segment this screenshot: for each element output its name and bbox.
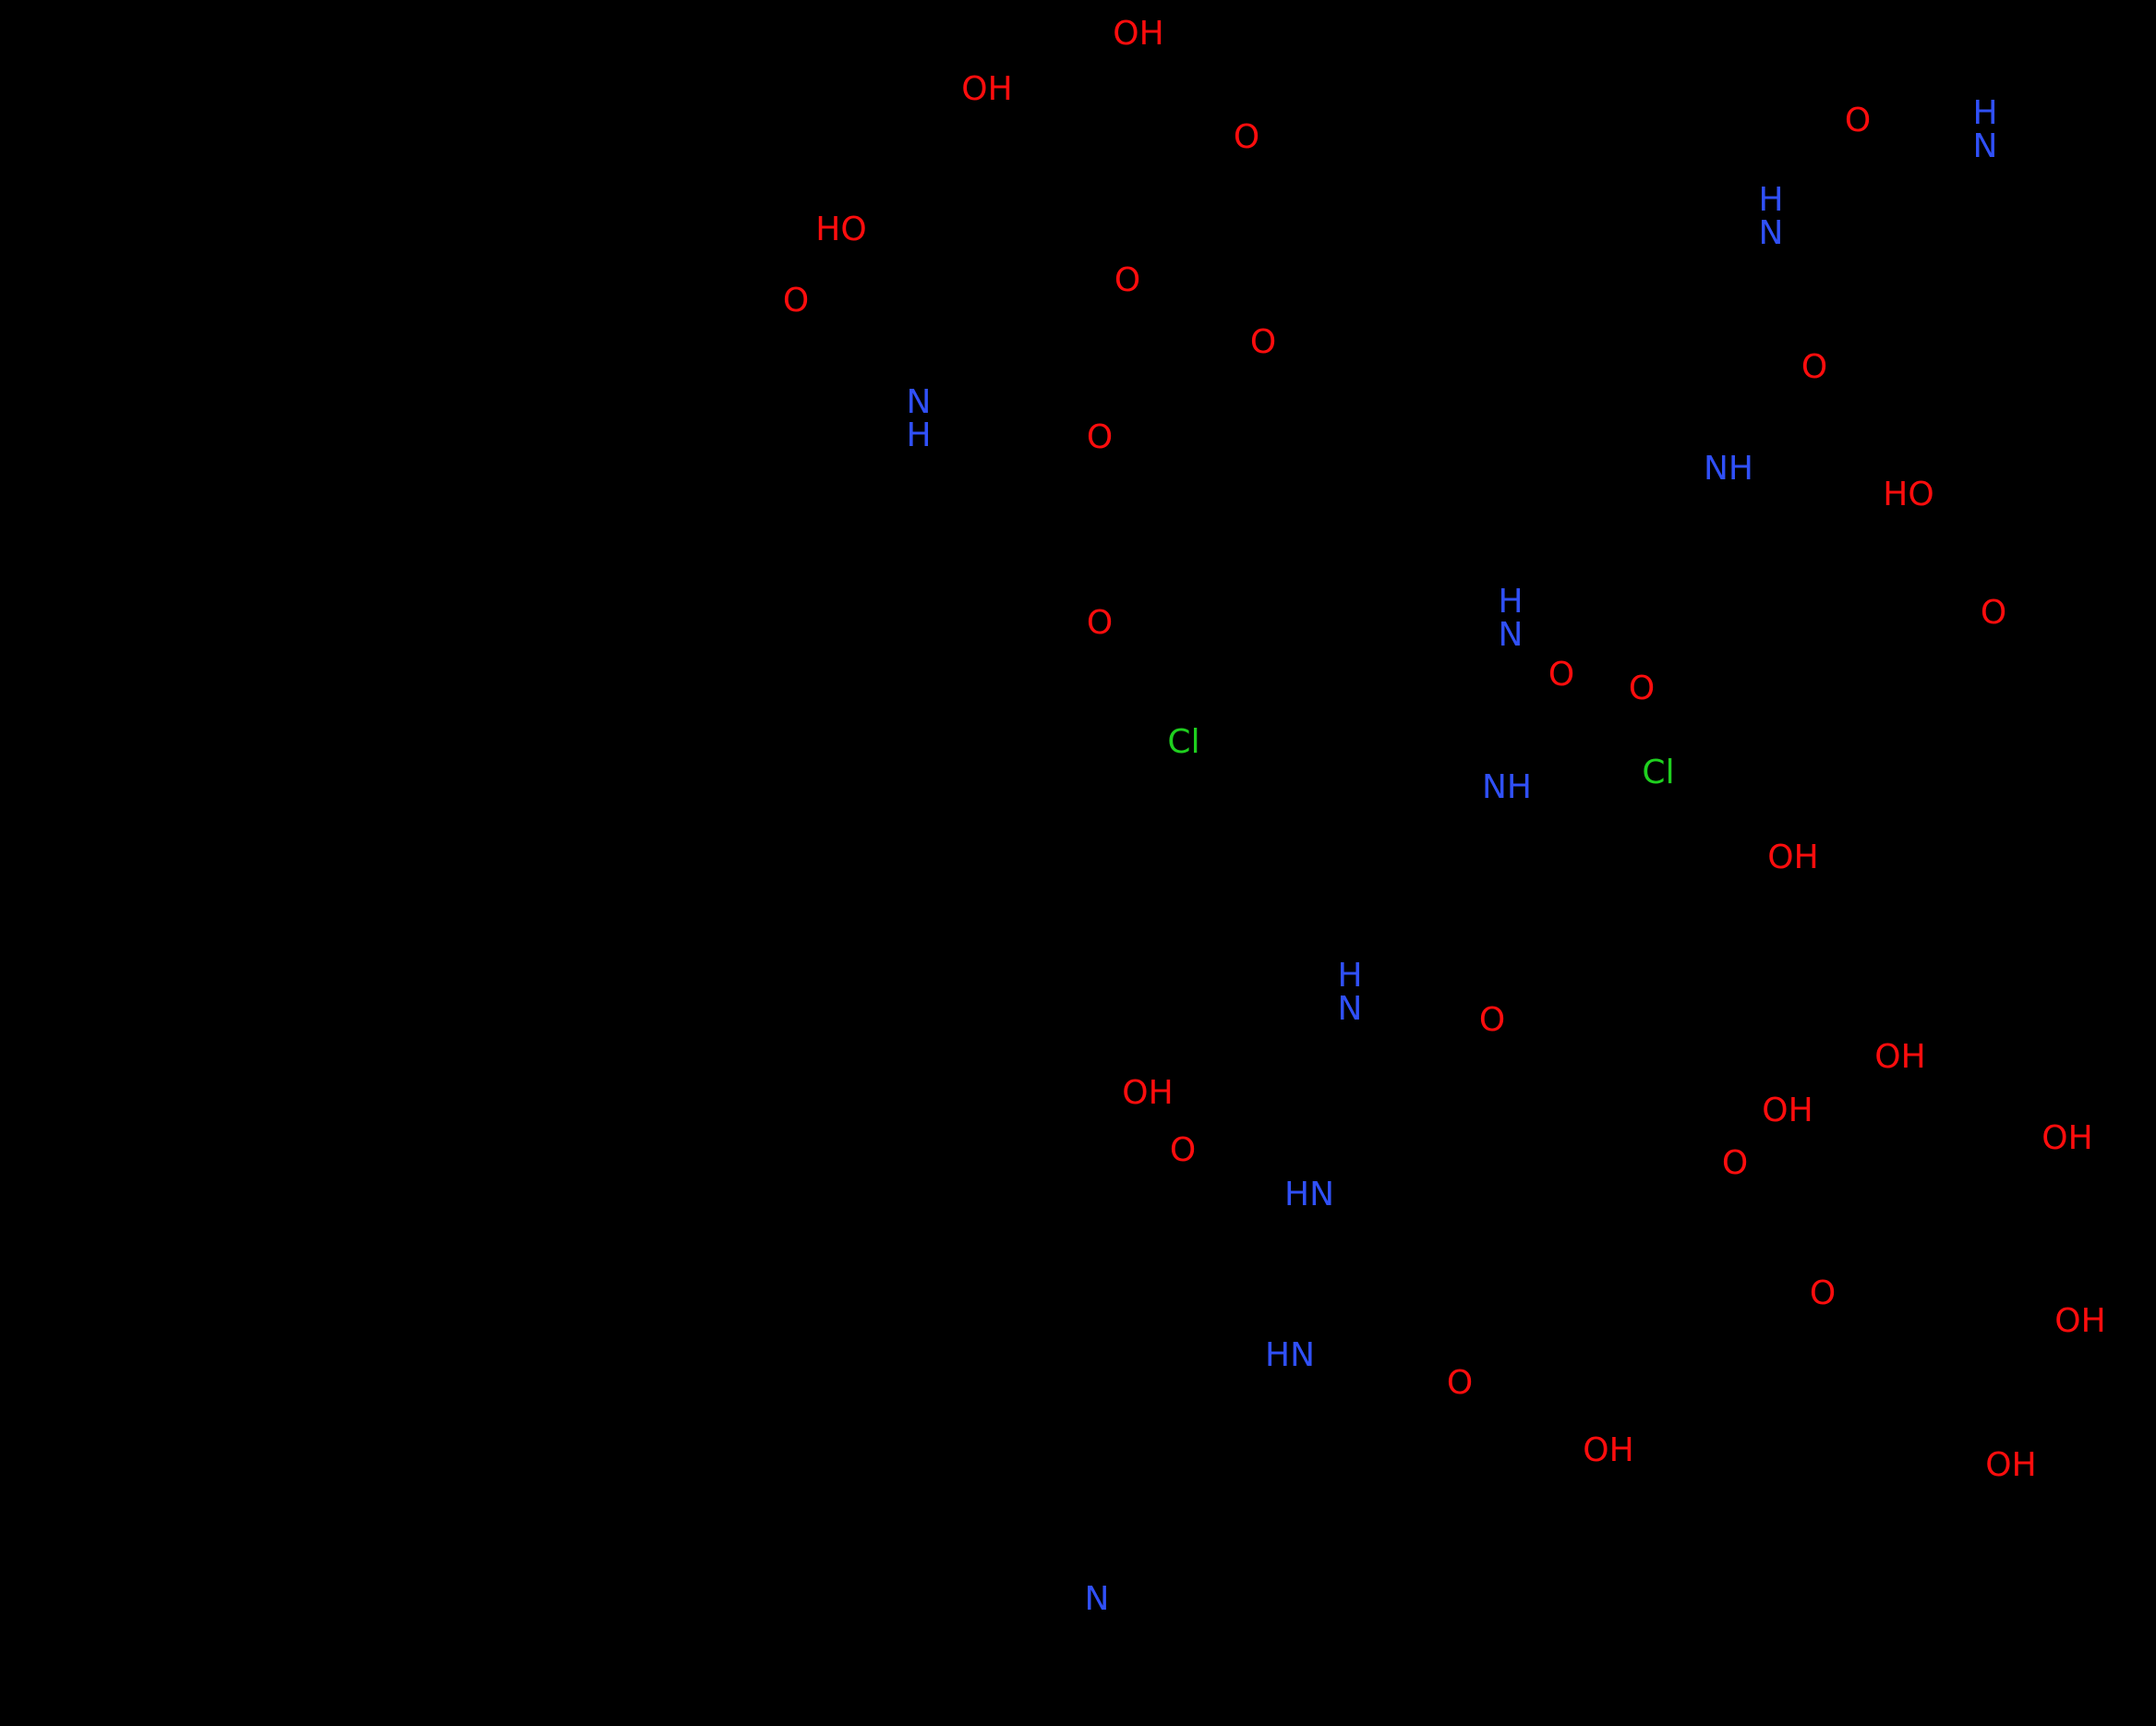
atom-label-part: N [1758, 214, 1784, 252]
atom-label-o: OH [2054, 1302, 2106, 1340]
atom-label-part: H [1972, 94, 1998, 132]
atom-label-part: H [1337, 957, 1363, 995]
atom-label-o: HO [1883, 476, 1934, 513]
atom-label-o: O [1249, 323, 1277, 361]
atom-label-o: O [1809, 1274, 1837, 1312]
atom-label-o: O [1548, 656, 1575, 694]
atom-label-o: O [1844, 102, 1872, 139]
atom-label-o: O [1169, 1131, 1197, 1169]
atom-label-n: N [1084, 1580, 1110, 1618]
atom-label-cl: Cl [1642, 754, 1675, 791]
atom-label-part: N [1337, 990, 1363, 1028]
atom-label-n: HN [1284, 1176, 1334, 1213]
atom-label-part: H [906, 416, 932, 454]
atom-label-part: N [1498, 616, 1524, 654]
atom-label-o: O [1114, 261, 1141, 299]
atom-label-o: O [1801, 348, 1828, 386]
atom-label-o: O [1478, 1001, 1506, 1039]
atom-label-o: OH [1985, 1446, 2037, 1484]
atom-label-o: O [1086, 418, 1114, 456]
atom-label-o: OH [1113, 15, 1164, 53]
atom-label-part: N [1972, 127, 1998, 165]
atom-label-n: HN [1265, 1336, 1315, 1374]
atom-label-n: NH [1482, 768, 1532, 806]
atom-label-o: OH [1874, 1038, 1926, 1076]
atom-label-o: O [1721, 1144, 1749, 1182]
atom-label-o: O [1628, 670, 1656, 707]
atom-label-o: OH [1762, 1092, 1813, 1129]
atom-label-o: O [782, 282, 810, 320]
atom-label-o: O [1233, 118, 1260, 156]
atom-label-o: O [1980, 594, 2007, 632]
atom-label-n: NH [1704, 450, 1753, 488]
atom-label-o: O [1446, 1364, 1474, 1402]
atom-label-part: H [1498, 583, 1524, 621]
atom-label-part: N [906, 383, 932, 421]
atom-label-cl: Cl [1167, 723, 1200, 761]
atom-label-o: OH [1583, 1431, 1634, 1469]
atom-label-o: OH [1767, 839, 1819, 876]
atom-label-o: OH [1122, 1074, 1174, 1112]
atom-label-o: HO [815, 211, 867, 248]
atom-label-o: OH [2042, 1119, 2093, 1157]
atom-label-o: O [1086, 604, 1114, 642]
atom-label-o: OH [961, 70, 1013, 108]
atom-label-part: H [1758, 181, 1784, 219]
